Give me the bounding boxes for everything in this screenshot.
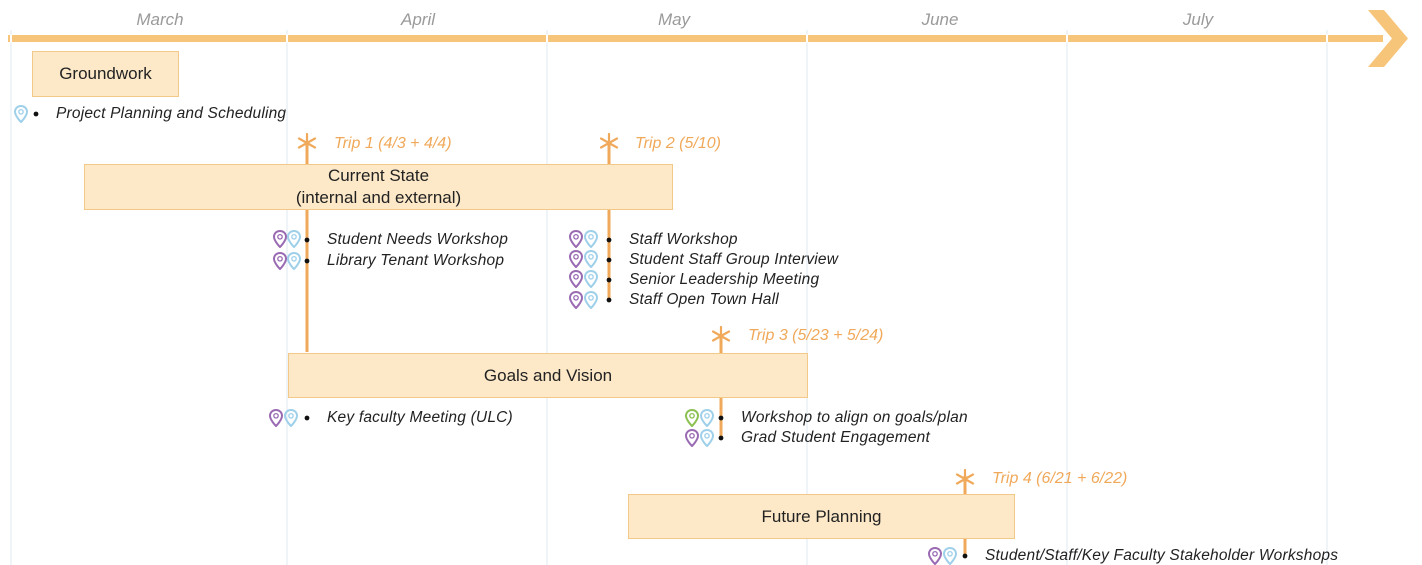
pin-blue-icon bbox=[943, 547, 957, 565]
timeline-bar bbox=[8, 35, 1383, 42]
phase-future-planning: Future Planning bbox=[628, 494, 1015, 539]
pin-purple-icon bbox=[273, 252, 287, 270]
milestone-stars bbox=[297, 132, 975, 490]
milestone-star-icon bbox=[955, 468, 975, 490]
month-label-may: May bbox=[657, 10, 691, 29]
pin-blue-icon bbox=[584, 230, 598, 248]
bullet-dots bbox=[33, 111, 968, 559]
activity-student-staff-group-interview: Student Staff Group Interview bbox=[629, 251, 839, 268]
phase-goals-and-vision: Goals and Vision bbox=[288, 353, 808, 398]
trip-label-2: Trip 2 (5/10) bbox=[635, 135, 721, 152]
milestone-star-icon bbox=[711, 325, 731, 347]
trip-label-3: Trip 3 (5/23 + 5/24) bbox=[748, 327, 884, 344]
activity-stakeholder-workshops: Student/Staff/Key Faculty Stakeholder Wo… bbox=[985, 547, 1339, 564]
month-label-april: April bbox=[400, 10, 435, 29]
activity-key-faculty-meeting: Key faculty Meeting (ULC) bbox=[327, 409, 513, 426]
pin-blue-icon bbox=[287, 252, 301, 270]
trip-label-4: Trip 4 (6/21 + 6/22) bbox=[992, 470, 1128, 487]
timeline-ticks bbox=[10, 34, 1328, 43]
pin-blue-icon bbox=[287, 230, 301, 248]
pin-blue-icon bbox=[584, 291, 598, 309]
timeline-arrow bbox=[8, 10, 1408, 67]
pin-purple-icon bbox=[569, 291, 583, 309]
phase-current-state: Current State (internal and external) bbox=[84, 164, 673, 210]
pin-green-icon bbox=[685, 409, 699, 427]
activity-workshop-align-goals: Workshop to align on goals/plan bbox=[741, 409, 968, 426]
pin-blue-icon bbox=[584, 250, 598, 268]
activity-staff-open-town-hall: Staff Open Town Hall bbox=[629, 291, 779, 308]
pin-purple-icon bbox=[569, 270, 583, 288]
milestone-star-icon bbox=[599, 132, 619, 154]
activity-project-planning: Project Planning and Scheduling bbox=[56, 105, 287, 122]
pin-blue-icon bbox=[14, 105, 28, 123]
activity-grad-student-engagement: Grad Student Engagement bbox=[741, 429, 931, 446]
pin-purple-icon bbox=[273, 230, 287, 248]
pin-blue-icon bbox=[700, 409, 714, 427]
activity-senior-leadership-meeting: Senior Leadership Meeting bbox=[629, 271, 820, 288]
month-label-june: June bbox=[921, 10, 959, 29]
month-gridlines bbox=[10, 30, 1328, 565]
activity-staff-workshop: Staff Workshop bbox=[629, 231, 738, 248]
trip-label-1: Trip 1 (4/3 + 4/4) bbox=[334, 135, 452, 152]
pin-purple-icon bbox=[928, 547, 942, 565]
pin-purple-icon bbox=[569, 230, 583, 248]
pin-blue-icon bbox=[584, 270, 598, 288]
pin-purple-icon bbox=[269, 409, 283, 427]
pin-blue-icon bbox=[700, 429, 714, 447]
month-label-july: July bbox=[1182, 10, 1214, 29]
milestone-star-icon bbox=[297, 132, 317, 154]
pin-purple-icon bbox=[569, 250, 583, 268]
activity-library-tenant-workshop: Library Tenant Workshop bbox=[327, 252, 505, 269]
month-label-march: March bbox=[136, 10, 184, 29]
activity-student-needs-workshop: Student Needs Workshop bbox=[327, 231, 509, 248]
phase-groundwork: Groundwork bbox=[32, 51, 179, 97]
pin-purple-icon bbox=[685, 429, 699, 447]
arrow-head-icon bbox=[1368, 10, 1408, 67]
